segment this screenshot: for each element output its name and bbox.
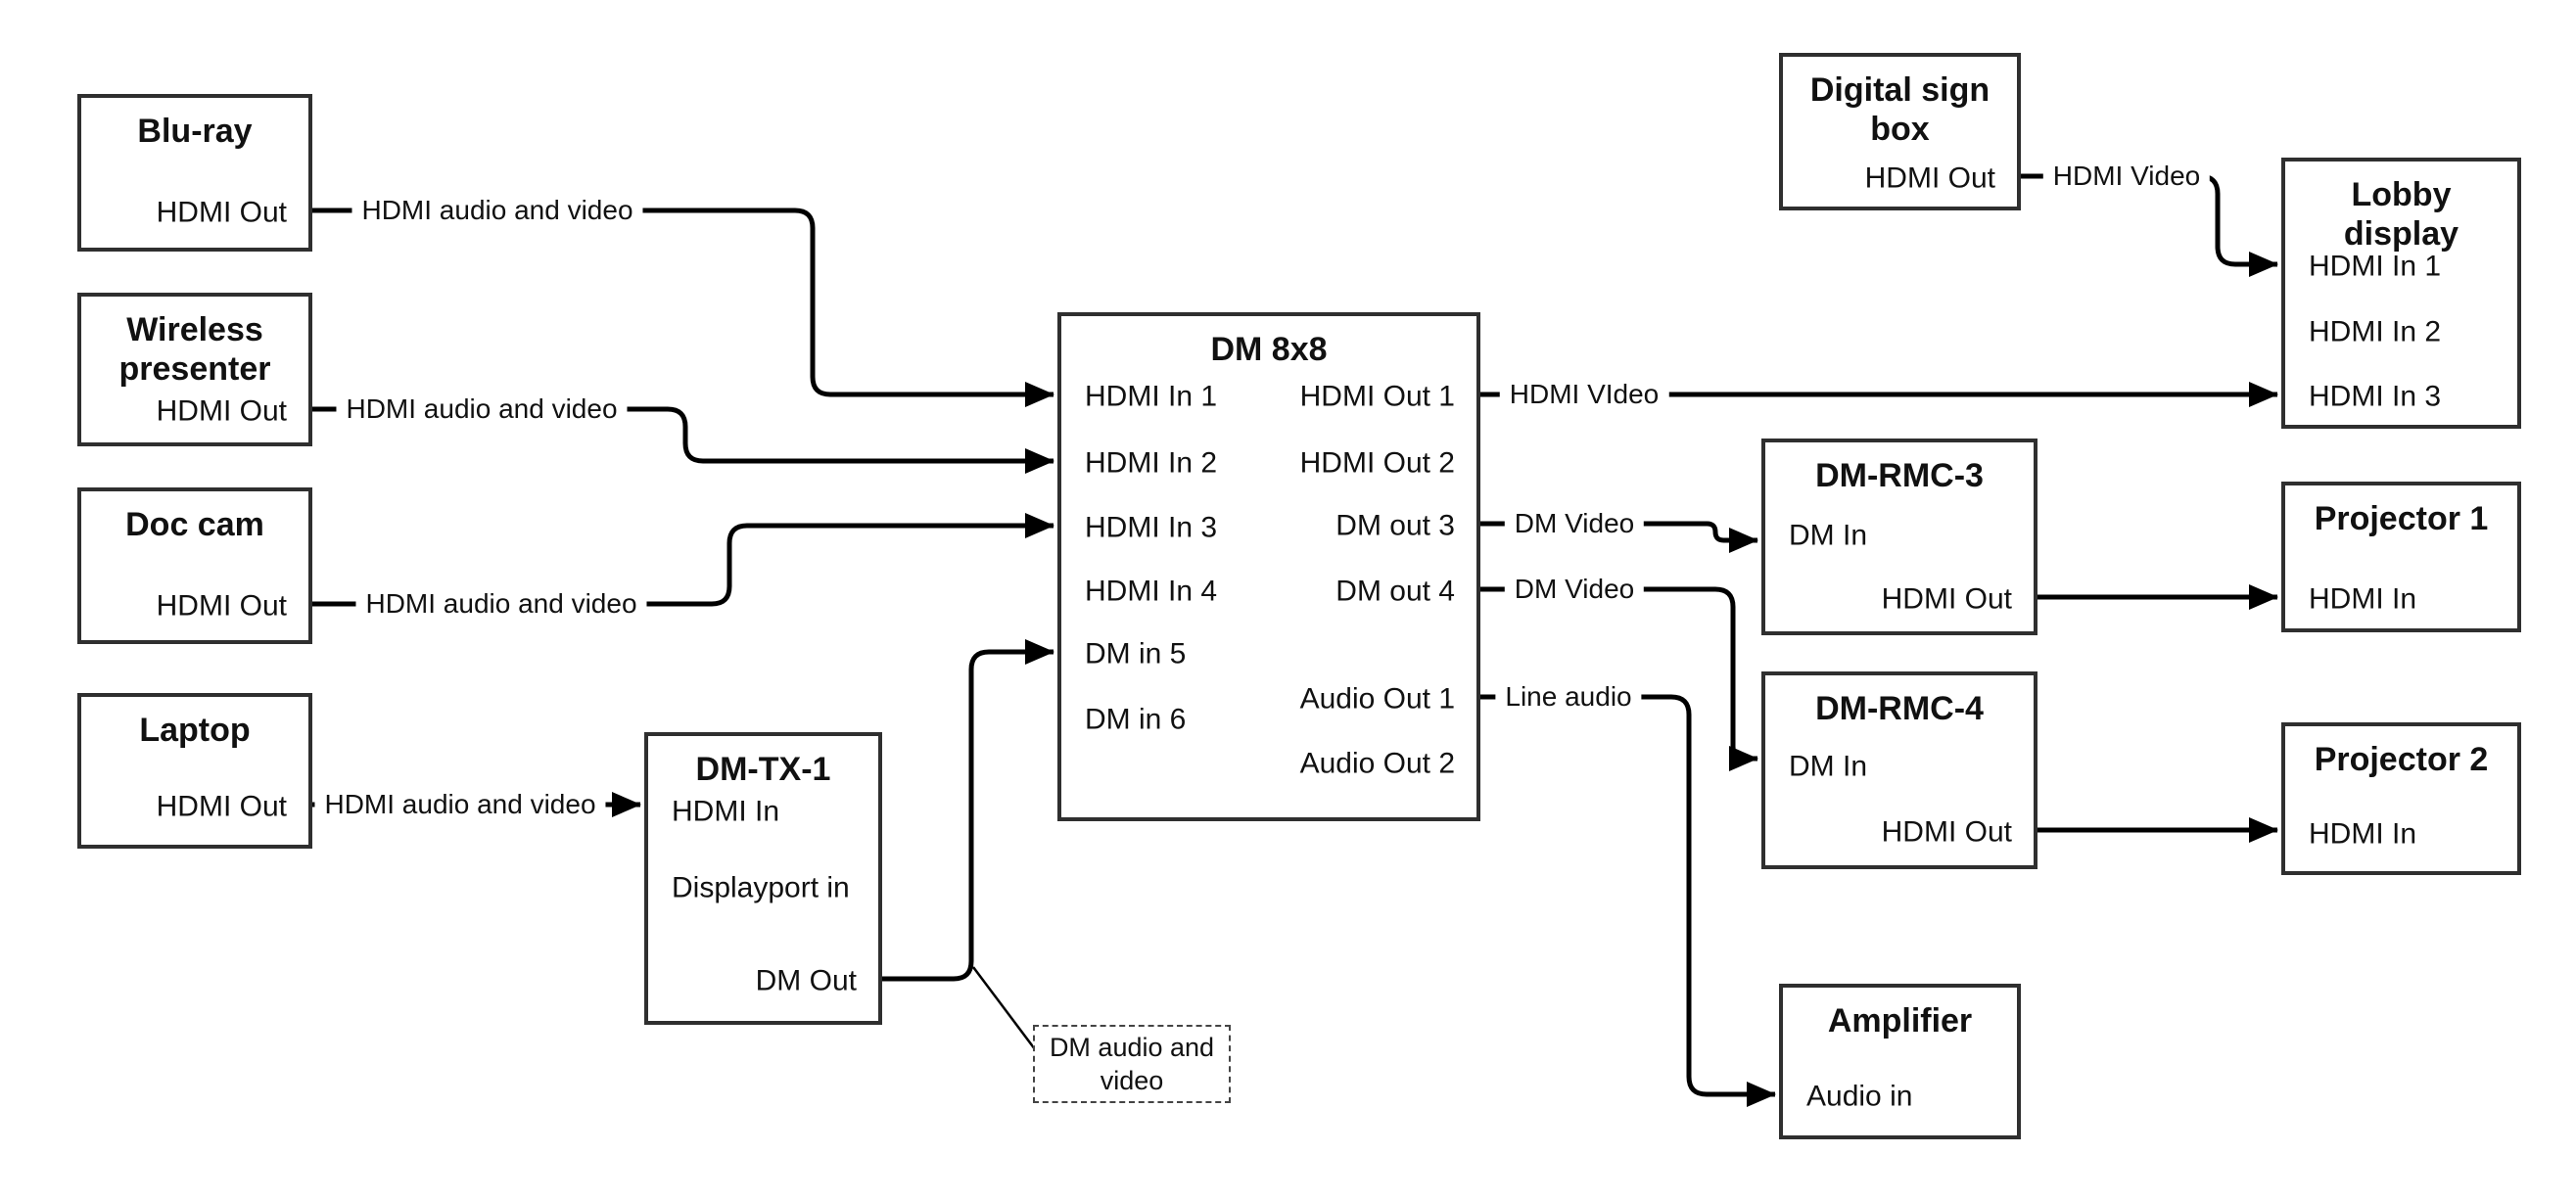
node-title-dm-8x8: DM 8x8 (1210, 331, 1328, 368)
node-title-dm-rmc-3: DM-RMC-3 (1815, 457, 1984, 494)
node-title-dm-tx-1: DM-TX-1 (695, 751, 831, 788)
node-projector-2: Projector 2 HDMI In (2281, 722, 2521, 875)
node-dm-rmc-4: DM-RMC-4 DM In HDMI Out (1761, 671, 2037, 869)
port-blu-ray-hdmi-out: HDMI Out (156, 196, 287, 229)
edge-label-laptop-to-dmtx-hdmiin: HDMI audio and video (314, 788, 606, 821)
port-doc-cam-hdmi-out: HDMI Out (156, 589, 287, 623)
port-amplifier-audio-in: Audio in (1806, 1080, 1913, 1113)
port-lobby-display-hdmi-in-1: HDMI In 1 (2309, 250, 2442, 283)
port-laptop-hdmi-out: HDMI Out (156, 790, 287, 823)
note-leader-line (972, 966, 1036, 1050)
node-title-projector-2: Projector 2 (2314, 741, 2489, 778)
edge-dm8x8-audioout1-to-amp (1480, 694, 1776, 1107)
edge-label-doccam-to-dm8x8-in3: HDMI audio and video (355, 587, 647, 621)
node-title-laptop: Laptop (139, 712, 251, 749)
port-dm-rmc-4-dm-in: DM In (1789, 750, 1868, 783)
port-dm-rmc-3-hdmi-out: HDMI Out (1881, 582, 2012, 616)
port-dm-8x8-hdmi-in-2: HDMI In 2 (1085, 446, 1218, 480)
port-dm-8x8-hdmi-in-1: HDMI In 1 (1085, 380, 1218, 413)
edge-wireless-to-dm8x8-in2 (312, 406, 1054, 474)
node-title-blu-ray: Blu-ray (137, 113, 253, 150)
port-projector-2-hdmi-in: HDMI In (2309, 817, 2417, 851)
edge-label-wireless-to-dm8x8-in2: HDMI audio and video (336, 393, 628, 426)
node-title-projector-1: Projector 1 (2314, 500, 2489, 537)
note-dm-audio-and-video: DM audio and video (1033, 1025, 1231, 1103)
port-dm-8x8-dm-out-3: DM out 3 (1335, 509, 1455, 542)
port-dm-8x8-hdmi-out-1: HDMI Out 1 (1299, 380, 1455, 413)
edge-label-dm8x8-audioout1-to-amp: Line audio (1495, 680, 1642, 714)
edge-blu-ray-to-dm8x8-in1 (312, 208, 1054, 407)
node-title-dm-rmc-4: DM-RMC-4 (1815, 690, 1984, 727)
node-title-digital-sign-box: Digital sign box (1809, 71, 1991, 148)
edge-label-blu-ray-to-dm8x8-in1: HDMI audio and video (351, 194, 643, 227)
node-dm-rmc-3: DM-RMC-3 DM In HDMI Out (1761, 439, 2037, 635)
port-dm-8x8-audio-out-2: Audio Out 2 (1299, 747, 1455, 780)
port-dm-8x8-hdmi-out-2: HDMI Out 2 (1299, 446, 1455, 480)
port-dm-tx-1-hdmi-in: HDMI In (672, 795, 780, 828)
edge-dm8x8-dmout4-to-rmc4 (1480, 586, 1758, 771)
edge-label-dm8x8-dmout3-to-rmc3: DM Video (1504, 507, 1645, 540)
port-dm-rmc-4-hdmi-out: HDMI Out (1881, 815, 2012, 849)
port-dm-tx-1-dm-out: DM Out (755, 964, 857, 997)
port-dm-8x8-dm-out-4: DM out 4 (1335, 575, 1455, 608)
node-title-wireless-presenter: Wireless presenter (118, 311, 271, 388)
edge-label-dm8x8-dmout4-to-rmc4: DM Video (1504, 573, 1645, 606)
port-dm-8x8-dm-in-5: DM in 5 (1085, 637, 1187, 670)
port-dm-8x8-dm-in-6: DM in 6 (1085, 703, 1187, 736)
port-lobby-display-hdmi-in-2: HDMI In 2 (2309, 315, 2442, 348)
edge-doccam-to-dm8x8-in3 (312, 513, 1054, 607)
port-lobby-display-hdmi-in-3: HDMI In 3 (2309, 380, 2442, 413)
node-title-lobby-display: Lobby display (2343, 176, 2459, 253)
edge-dmtx-dmout-to-dm8x8-in5 (882, 639, 1054, 982)
node-title-amplifier: Amplifier (1827, 1002, 1973, 1039)
edge-label-dm8x8-hdmiout1-to-lobby-in3: HDMI VIdeo (1499, 378, 1669, 411)
port-dm-8x8-hdmi-in-3: HDMI In 3 (1085, 511, 1218, 544)
port-dm-8x8-audio-out-1: Audio Out 1 (1299, 682, 1455, 716)
port-digital-sign-box-hdmi-out: HDMI Out (1864, 162, 1995, 195)
node-title-doc-cam: Doc cam (125, 506, 264, 543)
port-dm-8x8-hdmi-in-4: HDMI In 4 (1085, 575, 1218, 608)
edge-label-signbox-to-lobby-in1: HDMI Video (2042, 160, 2211, 193)
port-projector-1-hdmi-in: HDMI In (2309, 582, 2417, 616)
port-wireless-presenter-hdmi-out: HDMI Out (156, 394, 287, 428)
port-dm-tx-1-displayport-in: Displayport in (672, 871, 850, 904)
edge-dm8x8-dmout3-to-rmc3 (1480, 521, 1758, 553)
port-dm-rmc-3-dm-in: DM In (1789, 519, 1868, 552)
node-projector-1: Projector 1 HDMI In (2281, 482, 2521, 632)
